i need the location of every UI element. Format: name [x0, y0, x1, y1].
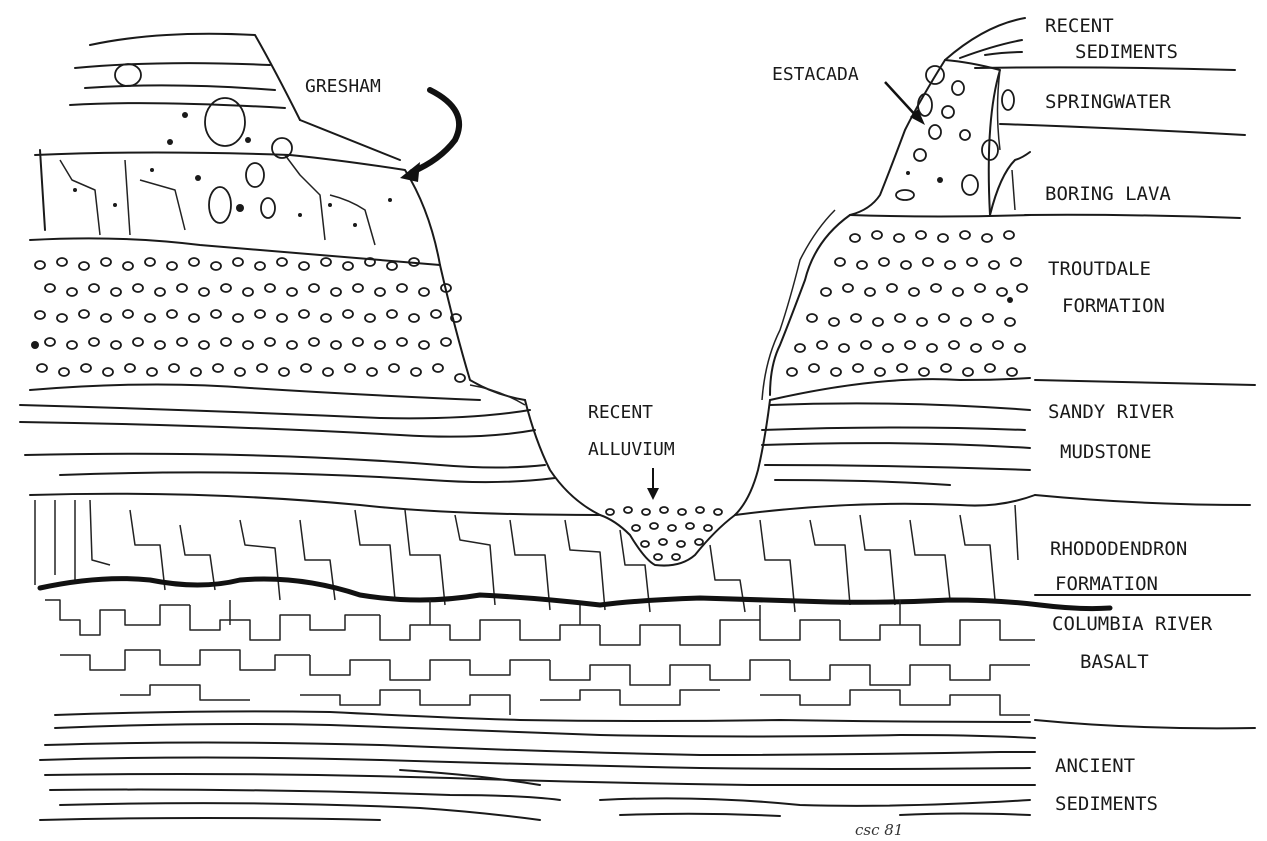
alluvium-arrow — [647, 468, 659, 500]
columbia-label-1: COLUMBIA RIVER — [1052, 613, 1213, 635]
gresham-arrow — [400, 90, 459, 182]
boring-lava-label: BORING LAVA — [1045, 183, 1171, 205]
artist-signature: csc 81 — [855, 821, 903, 839]
recent-sediments-label-1: RECENT — [1045, 15, 1114, 37]
rhododendron-label-2: FORMATION — [1055, 573, 1158, 595]
troutdale-label-2: FORMATION — [1062, 295, 1165, 317]
recent-sediments-label-2: SEDIMENTS — [1075, 41, 1178, 63]
troutdale-pebbles-left — [31, 258, 465, 382]
alluvium-label-line1: RECENT — [588, 402, 653, 423]
sandy-river-mudstone — [20, 400, 1035, 515]
sandy-river-label-2: MUDSTONE — [1060, 441, 1152, 463]
columbia-label-2: BASALT — [1080, 651, 1149, 673]
rhododendron-formation — [35, 500, 1018, 612]
gresham-label: GRESHAM — [305, 76, 381, 97]
estacada-label: ESTACADA — [772, 64, 859, 85]
springwater-label: SPRINGWATER — [1045, 91, 1171, 113]
alluvium-label-line2: ALLUVIUM — [588, 439, 675, 460]
ancient-label-2: SEDIMENTS — [1055, 793, 1158, 815]
columbia-river-basalt — [45, 600, 1035, 715]
ancient-sediments — [40, 711, 1035, 820]
sandy-river-label-1: SANDY RIVER — [1048, 401, 1174, 423]
left-highland — [30, 34, 525, 405]
troutdale-label-1: TROUTDALE — [1048, 258, 1151, 280]
troutdale-pebbles-right — [787, 231, 1027, 376]
ancient-label-1: ANCIENT — [1055, 755, 1135, 777]
rhododendron-label-1: RHODODENDRON — [1050, 538, 1187, 560]
